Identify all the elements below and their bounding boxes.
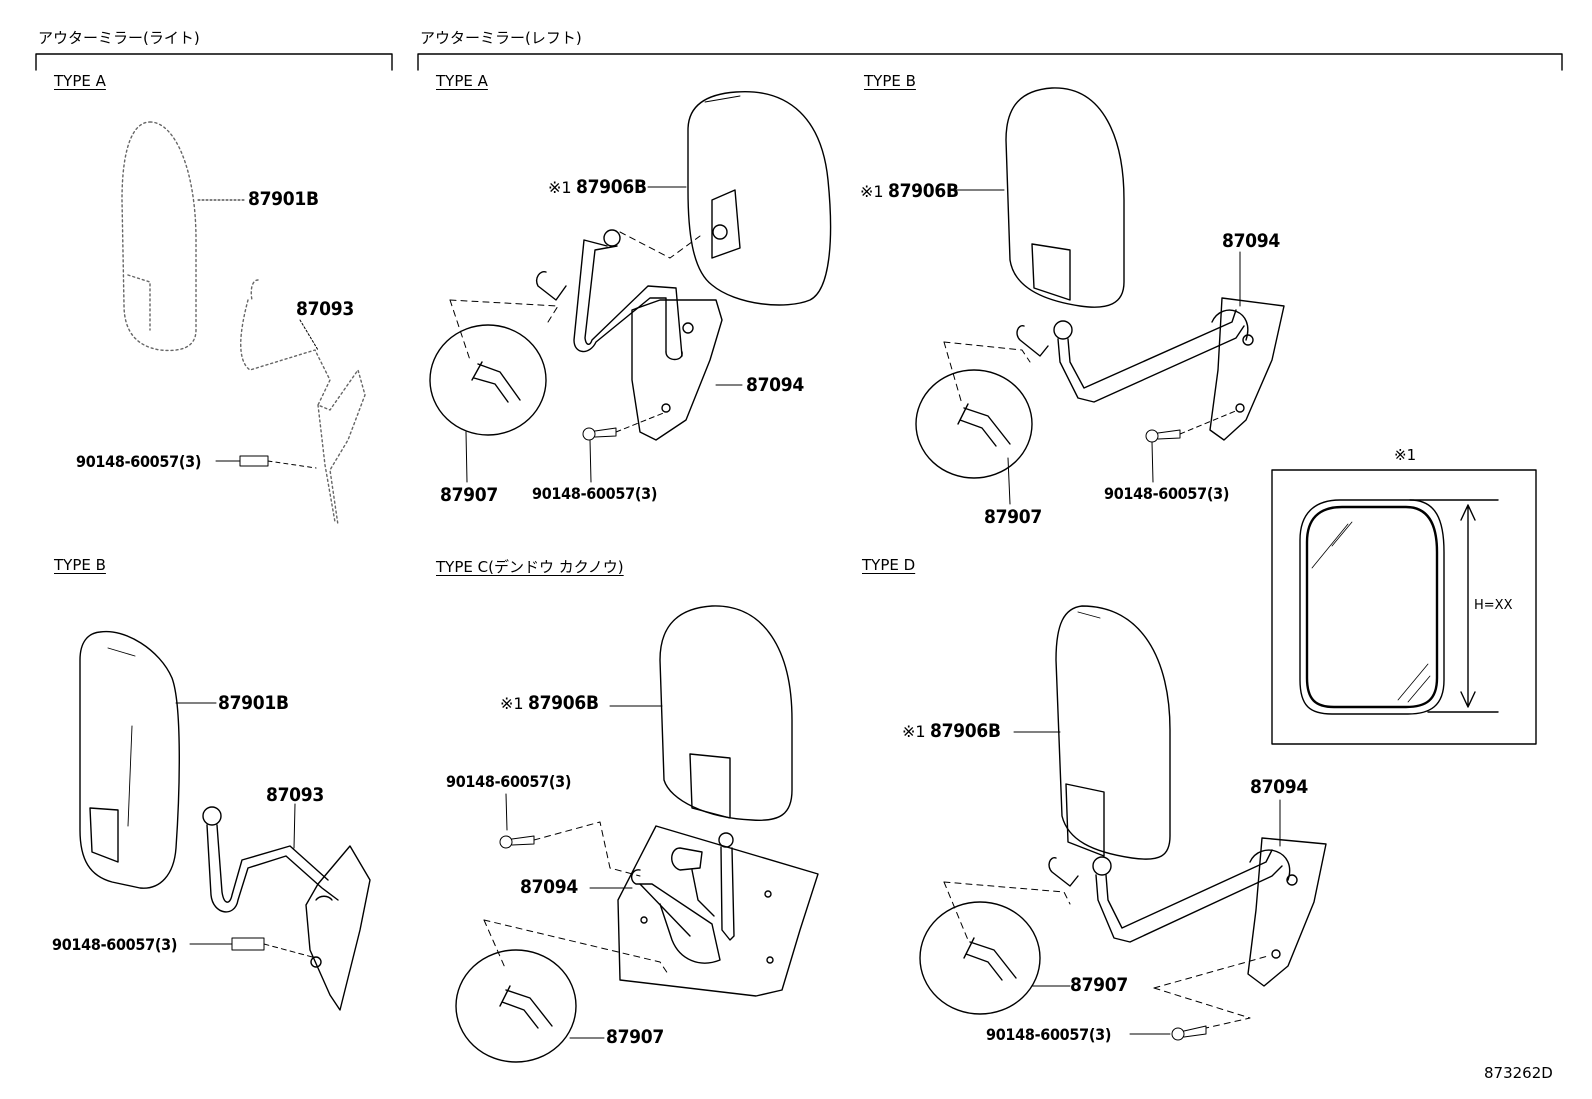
left-type-c-bracket-drawing bbox=[618, 826, 818, 996]
right-type-a-mirror-drawing bbox=[122, 122, 365, 525]
part-number-screw: 90148-60057(3) bbox=[986, 1025, 1112, 1044]
left-type-d-label: TYPE D bbox=[862, 556, 916, 574]
part-number-screw: 90148-60057(3) bbox=[446, 772, 572, 791]
left-type-a-label: TYPE A bbox=[436, 72, 488, 90]
left-type-a-mirror-drawing bbox=[688, 92, 831, 305]
left-type-d-mirror-drawing bbox=[1056, 606, 1170, 859]
left-type-c-mirror-drawing bbox=[660, 606, 792, 820]
part-number-screw: 90148-60057(3) bbox=[76, 452, 202, 471]
part-number-87906b: 87906B bbox=[576, 176, 647, 198]
left-type-b-label: TYPE B bbox=[864, 72, 916, 90]
part-number-87094: 87094 bbox=[1250, 776, 1308, 798]
reference-mark: ※1 bbox=[548, 178, 572, 197]
right-type-b-leaders bbox=[176, 703, 316, 958]
right-mirror-header: アウターミラー(ライト) bbox=[38, 29, 200, 47]
part-number-87907: 87907 bbox=[440, 484, 498, 506]
part-number-87093: 87093 bbox=[266, 784, 324, 806]
left-type-a-round-mirror-drawing bbox=[430, 325, 546, 435]
part-number-87907: 87907 bbox=[1070, 974, 1128, 996]
left-type-d-leaders bbox=[944, 732, 1280, 1040]
part-number-87906b: 87906B bbox=[888, 180, 959, 202]
part-number-87901b: 87901B bbox=[248, 188, 319, 210]
right-mirror-bracket-line bbox=[36, 54, 392, 70]
part-number-87093: 87093 bbox=[296, 298, 354, 320]
part-number-screw: 90148-60057(3) bbox=[1104, 484, 1230, 503]
part-number-screw: 90148-60057(3) bbox=[532, 484, 658, 503]
reference-mark: ※1 bbox=[902, 722, 926, 741]
part-number-87094: 87094 bbox=[746, 374, 804, 396]
left-mirror-header: アウターミラー(レフト) bbox=[420, 29, 582, 47]
part-number-87901b: 87901B bbox=[218, 692, 289, 714]
detail-reference-mark: ※1 bbox=[1394, 446, 1417, 464]
left-type-b-round-mirror-drawing bbox=[916, 370, 1032, 478]
right-type-b-mirror-drawing bbox=[80, 632, 179, 889]
left-type-b-leaders bbox=[944, 190, 1240, 504]
left-type-b-mirror-drawing bbox=[1006, 88, 1124, 307]
illustration-id: 873262D bbox=[1484, 1064, 1553, 1082]
part-number-87907: 87907 bbox=[606, 1026, 664, 1048]
left-type-c-label: TYPE C(デンドウ カクノウ) bbox=[436, 558, 624, 576]
right-type-a-label: TYPE A bbox=[54, 72, 106, 90]
left-type-d-round-mirror-drawing bbox=[920, 902, 1040, 1014]
part-number-87906b: 87906B bbox=[528, 692, 599, 714]
left-type-a-arm-drawing bbox=[537, 230, 722, 440]
part-number-screw: 90148-60057(3) bbox=[52, 935, 178, 954]
detail-box bbox=[1272, 470, 1536, 744]
part-number-87907: 87907 bbox=[984, 506, 1042, 528]
right-type-a-leaders bbox=[198, 200, 318, 468]
left-type-d-arm-drawing bbox=[1049, 838, 1326, 986]
part-number-87094: 87094 bbox=[1222, 230, 1280, 252]
left-mirror-bracket-line bbox=[418, 54, 1562, 70]
height-dimension-label: H=XX bbox=[1474, 598, 1513, 613]
left-type-b-arm-drawing bbox=[1017, 298, 1284, 440]
left-type-c-leaders bbox=[484, 706, 668, 1038]
left-type-a-leaders bbox=[450, 187, 742, 482]
right-type-b-label: TYPE B bbox=[54, 556, 106, 574]
part-number-87094: 87094 bbox=[520, 876, 578, 898]
reference-mark: ※1 bbox=[500, 694, 524, 713]
left-type-c-round-mirror-drawing bbox=[456, 950, 576, 1062]
part-number-87906b: 87906B bbox=[930, 720, 1001, 742]
right-type-b-arm-drawing bbox=[203, 807, 370, 1010]
reference-mark: ※1 bbox=[860, 182, 884, 201]
